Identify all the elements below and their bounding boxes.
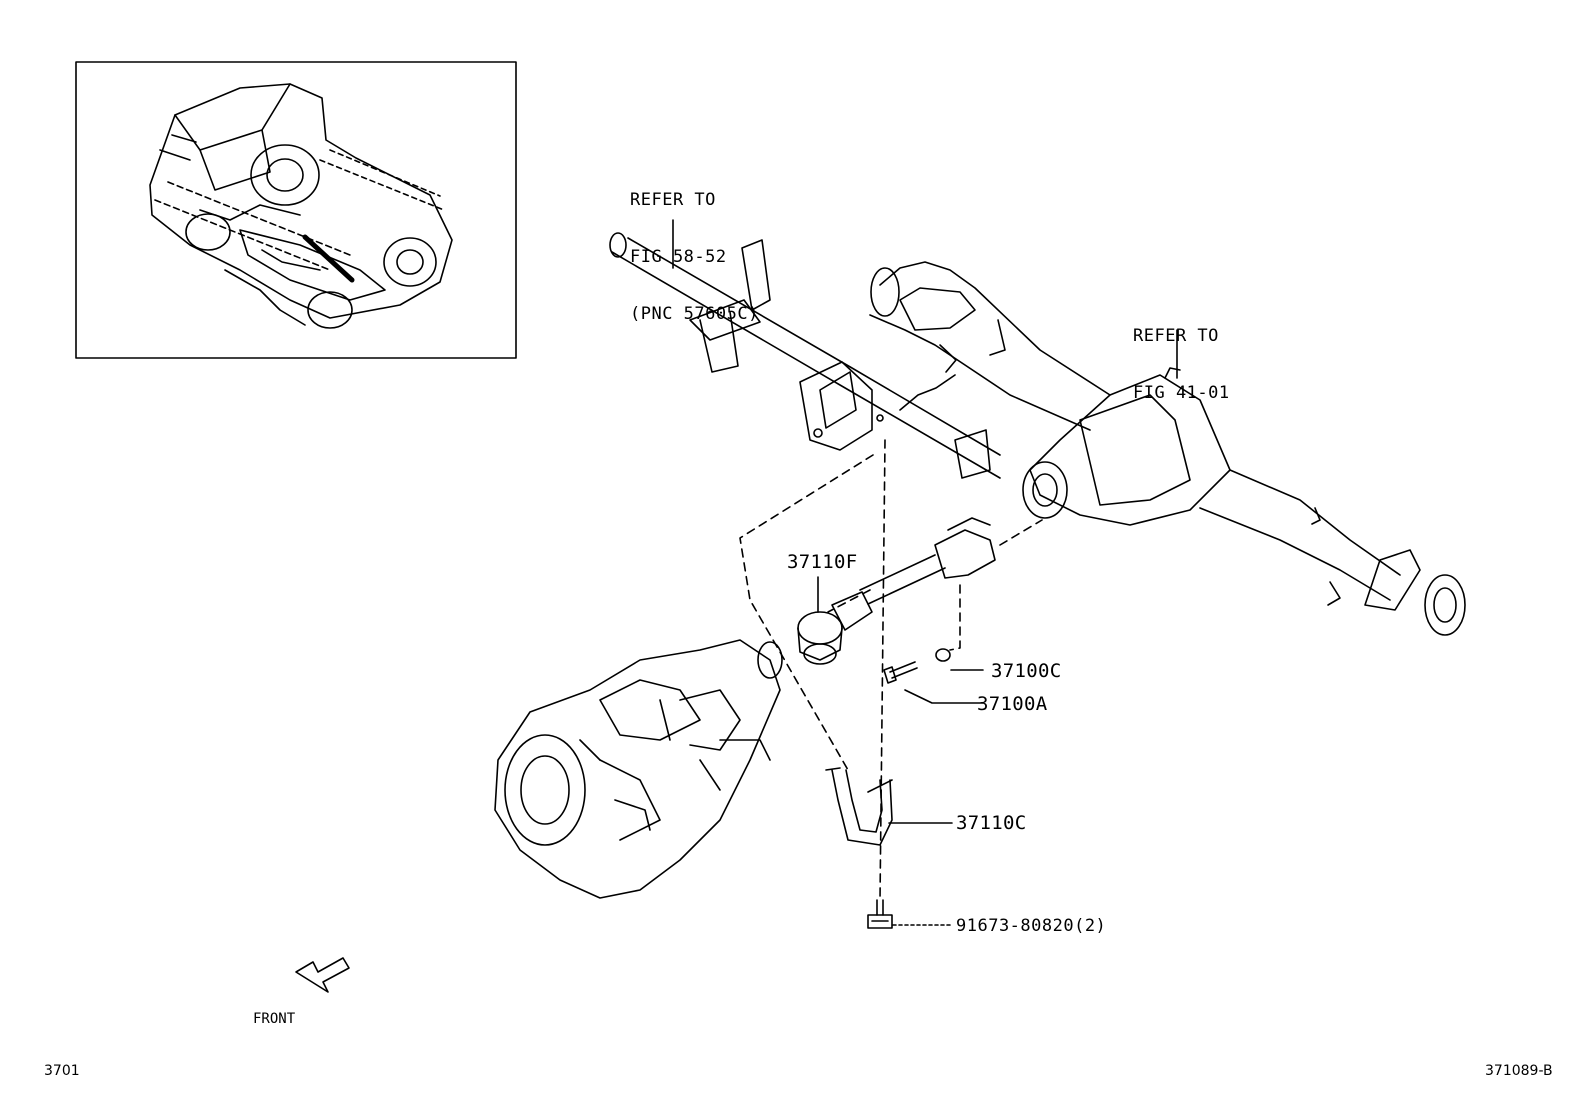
reference-line: REFER TO	[1133, 326, 1219, 346]
front-arrow-icon	[295, 957, 350, 993]
reference-line: (PNC 57605C)	[630, 304, 759, 324]
reference-callout-frame: REFER TO FIG 58-52 (PNC 57605C)	[630, 153, 759, 343]
frame-crossmember	[609, 232, 1001, 479]
reference-line: FIG 41-01	[1133, 383, 1230, 403]
reference-line: FIG 58-52	[630, 247, 727, 267]
reference-callout-axle: REFER TO FIG 41-01	[1133, 289, 1230, 422]
bolt-91673-80820	[867, 899, 893, 929]
alignment-dashed-lines	[739, 439, 1043, 901]
leader-lines	[672, 219, 1178, 926]
drawing-code: 371089-B	[1485, 1063, 1553, 1079]
part-label-37100a[interactable]: 37100A	[977, 693, 1048, 715]
bolt-37100a	[883, 661, 918, 684]
reference-line: REFER TO	[630, 190, 716, 210]
propeller-shaft	[797, 517, 996, 665]
vehicle-inset-illustration	[149, 83, 453, 329]
part-label-37100c[interactable]: 37100C	[991, 660, 1062, 682]
transmission	[494, 639, 783, 899]
inset-frame	[75, 61, 517, 359]
part-label-91673-80820[interactable]: 91673-80820(2)	[956, 916, 1107, 936]
part-label-37110c[interactable]: 37110C	[956, 812, 1027, 834]
page-code: 3701	[44, 1063, 80, 1079]
part-label-37110f[interactable]: 37110F	[787, 551, 858, 573]
front-direction-label: FRONT	[253, 1011, 296, 1027]
rear-axle-housing	[869, 261, 1466, 636]
nut-37100c	[935, 648, 951, 662]
